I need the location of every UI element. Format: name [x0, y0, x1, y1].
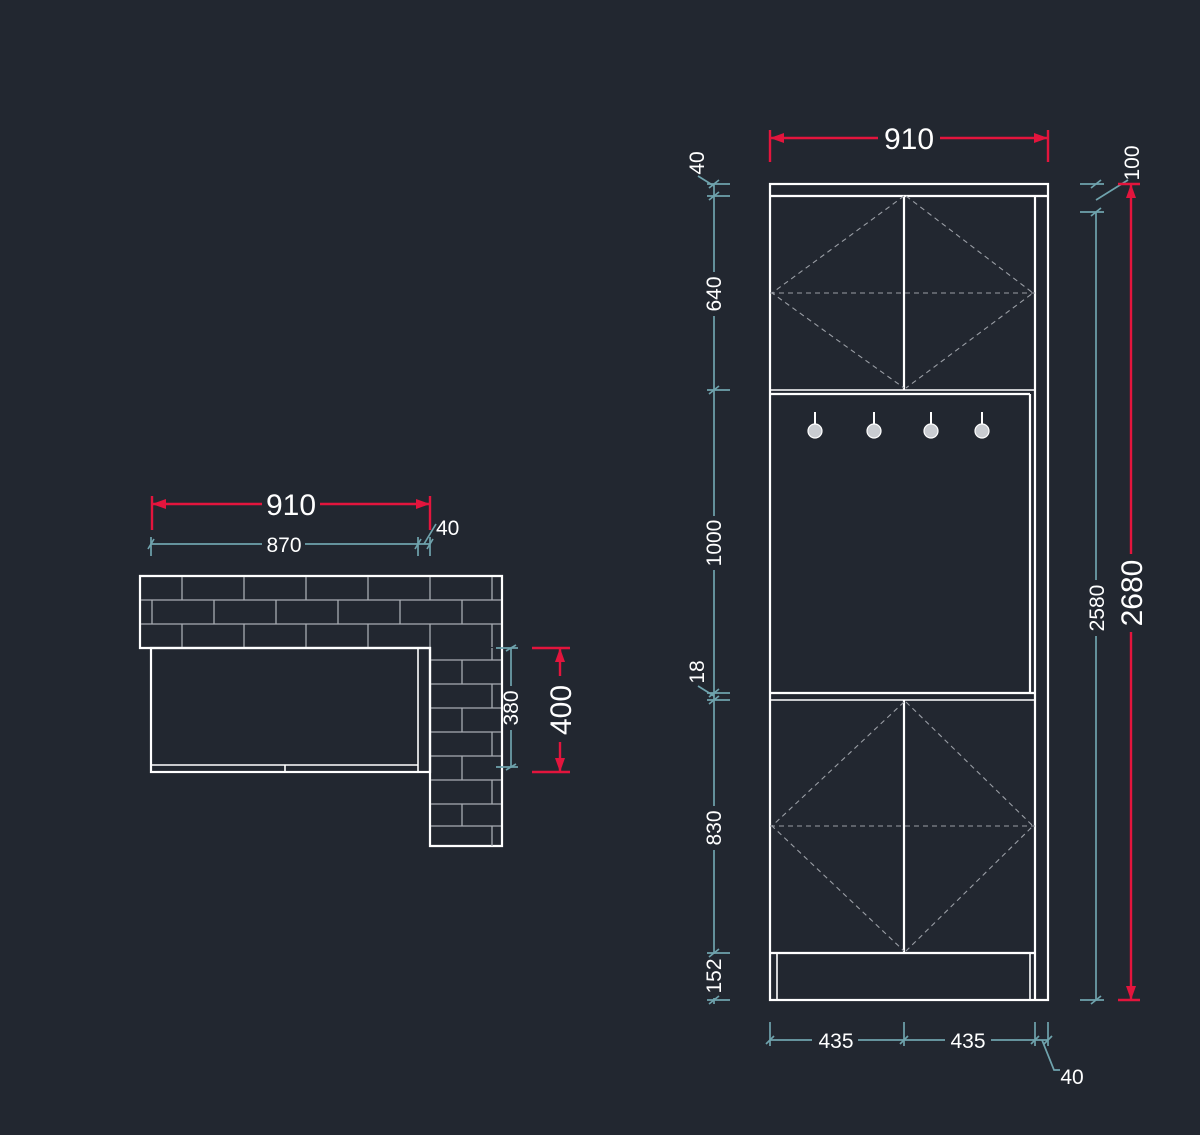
dim-elev-body-height-label: 2580 — [1086, 585, 1109, 632]
dim-elev-side-panel-label: 40 — [1060, 1066, 1083, 1089]
brick-hatch-side — [431, 648, 501, 846]
dim-elev-door-width-right-label: 435 — [950, 1030, 985, 1053]
dim-plan-overall-width-label: 910 — [266, 489, 316, 522]
dim-plan-overall-depth-label: 400 — [545, 685, 578, 735]
upper-doors — [770, 195, 1035, 391]
dim-elev-middle-section-label: 1000 — [703, 520, 726, 567]
dim-elev-overall-width: 910 — [768, 123, 1050, 162]
hook-icon — [923, 412, 939, 439]
brick-hatch-top — [141, 577, 501, 647]
dim-elev-shelf-thickness-label: 18 — [686, 660, 709, 683]
dim-elev-plinth-label: 152 — [703, 958, 726, 993]
plan-view: 910 870 40 380 — [138, 489, 578, 848]
dim-elev-left-chain: 40 640 1000 18 830 152 — [686, 151, 730, 1005]
wall-outline — [138, 574, 504, 848]
dim-plan-side-thickness: 40 — [423, 517, 459, 545]
cabinet-plan-body — [149, 646, 432, 774]
dim-elev-door-width-left-label: 435 — [818, 1030, 853, 1053]
elevation-view: 910 40 640 — [686, 123, 1149, 1089]
plinth — [776, 953, 1031, 1000]
dim-elev-overall-width-label: 910 — [884, 123, 934, 156]
dim-elev-top-thickness-label: 40 — [686, 151, 709, 174]
coat-hooks — [807, 412, 990, 439]
dim-elev-top-overhang-label: 100 — [1121, 145, 1144, 180]
dim-plan-inner-width-label: 870 — [266, 534, 301, 557]
dim-plan-overall-width: 910 — [150, 489, 432, 530]
dim-elev-overall-height-label: 2680 — [1116, 560, 1149, 627]
lower-doors — [770, 700, 1035, 955]
middle-open-section — [770, 392, 1035, 701]
cabinet-outline — [768, 182, 1050, 1002]
hook-icon — [974, 412, 990, 439]
dim-plan-inner-depth: 380 — [496, 644, 523, 771]
dim-elev-lower-section-label: 830 — [703, 810, 726, 845]
dim-elev-right: 2580 100 2680 — [1080, 145, 1149, 1005]
dim-plan-overall-depth: 400 — [532, 646, 578, 774]
dim-elev-bottom-chain: 435 435 40 — [765, 1022, 1084, 1089]
dim-plan-inner-depth-label: 380 — [500, 690, 523, 725]
dim-plan-side-thickness-label: 40 — [436, 517, 459, 540]
dim-elev-upper-section-label: 640 — [703, 276, 726, 311]
hook-icon — [807, 412, 823, 439]
dim-plan-inner-width: 870 — [147, 534, 434, 557]
hook-icon — [866, 412, 882, 439]
